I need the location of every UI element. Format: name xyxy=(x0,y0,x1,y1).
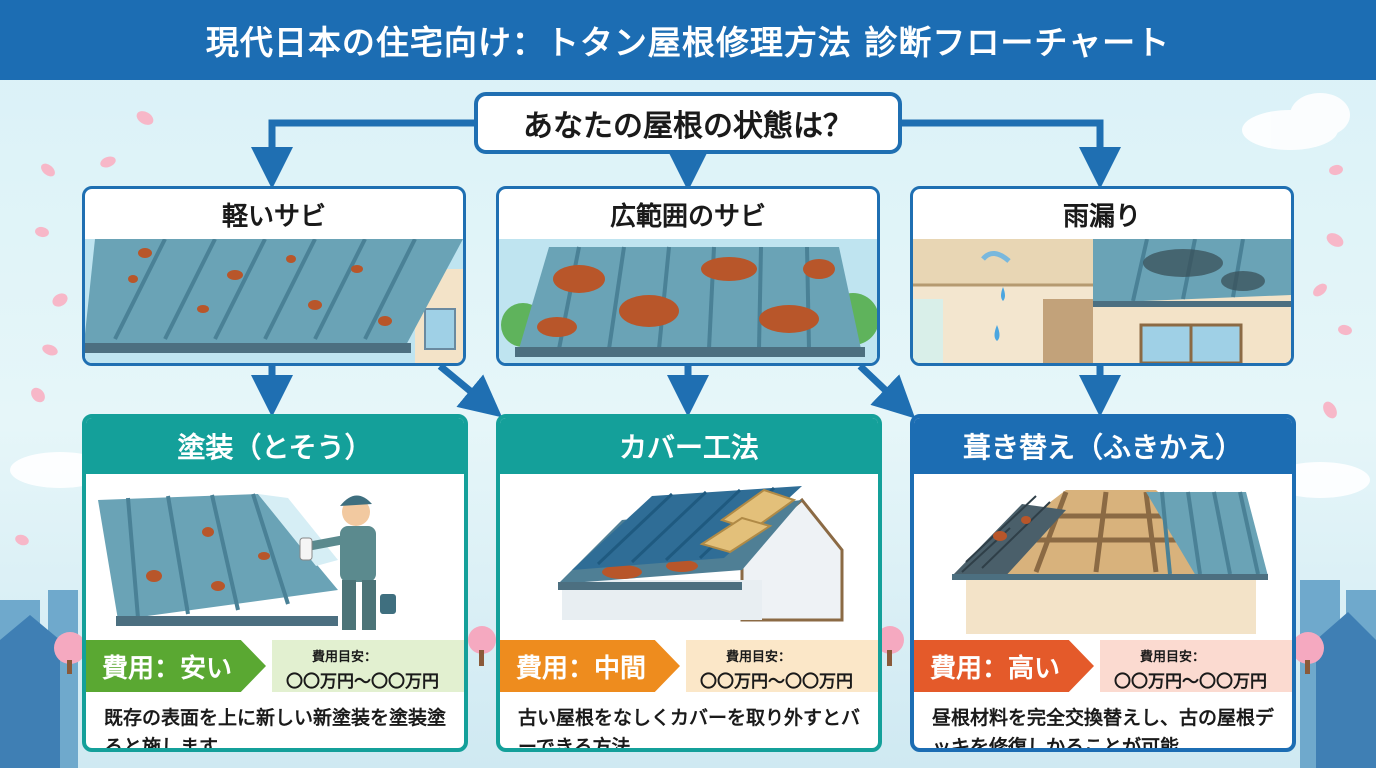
estimate-label: 費用目安： xyxy=(726,650,792,665)
solution-description-painting: 既存の表面を上に新しい新塗装を塗装塗ると施します。 xyxy=(104,707,447,752)
solution-box-reroofing: 葺き替え（ふきかえ） 費用：高い 費用目安： 〇〇万円〜〇〇万円 昼根材料を完全… xyxy=(910,414,1296,752)
cost-row-cover-method: 費用：中間 費用目安： 〇〇万円〜〇〇万円 xyxy=(500,640,878,692)
cost-label-mid: 費用：中間 xyxy=(500,640,680,692)
solution-box-painting: 塗装（とそう） 費用：安い 費用目安： 〇〇万円〜〇〇万円 xyxy=(82,414,468,752)
wide-rust-roof-illustration xyxy=(499,239,877,363)
solution-title-cover-method: カバー工法 xyxy=(500,418,878,474)
diagnosis-question: あなたの屋根の状態は？ xyxy=(474,92,902,154)
solution-title-painting: 塗装（とそう） xyxy=(86,418,464,474)
state-title-wide-rust: 広範囲のサビ xyxy=(609,201,766,232)
city-silhouette-left xyxy=(0,590,78,768)
cost-estimate-reroofing: 費用目安： 〇〇万円〜〇〇万円 xyxy=(1100,640,1292,692)
solution-box-cover-method: カバー工法 費用：中間 費用目安： 〇〇万円〜〇〇万円 古い屋根をなしくカバーを… xyxy=(496,414,882,752)
estimate-label: 費用目安： xyxy=(1140,650,1206,665)
worker-icon xyxy=(299,495,396,630)
painting-illustration xyxy=(88,480,462,634)
state-box-leak: 雨漏り xyxy=(910,186,1294,366)
state-box-light-rust: 軽いサビ xyxy=(82,186,466,366)
estimate-value: 〇〇万円〜〇〇万円 xyxy=(286,672,439,692)
solution-description-cover-method: 古い屋根をなしくカバーを取り外すとバーできる方法。 xyxy=(518,707,861,752)
solution-description-reroofing: 昼根材料を完全交換替えし、古の屋根デッキを修復しかることが可能。 xyxy=(932,707,1275,752)
cost-label-high: 費用：高い xyxy=(914,640,1094,692)
city-silhouette-right xyxy=(1300,580,1376,768)
solution-title-reroofing: 葺き替え（ふきかえ） xyxy=(914,418,1292,474)
light-rust-roof-illustration xyxy=(85,239,463,363)
state-box-wide-rust: 広範囲のサビ xyxy=(496,186,880,366)
leak-illustration xyxy=(913,239,1291,363)
cost-label-low: 費用：安い xyxy=(86,640,266,692)
cherry-tree-icons xyxy=(54,626,1324,674)
cherry-petal-icons xyxy=(15,111,1352,546)
cost-estimate-cover-method: 費用目安： 〇〇万円〜〇〇万円 xyxy=(686,640,878,692)
reroofing-illustration xyxy=(916,480,1290,634)
water-drop-icon xyxy=(994,325,1000,341)
cost-estimate-painting: 費用目安： 〇〇万円〜〇〇万円 xyxy=(272,640,464,692)
page-title: 現代日本の住宅向け：トタン屋根修理方法 診断フローチャート xyxy=(0,0,1376,80)
state-title-leak: 雨漏り xyxy=(1062,201,1141,232)
water-drop-icon xyxy=(1001,287,1005,301)
estimate-value: 〇〇万円〜〇〇万円 xyxy=(700,672,853,692)
estimate-label: 費用目安： xyxy=(312,650,378,665)
estimate-value: 〇〇万円〜〇〇万円 xyxy=(1114,672,1267,692)
state-title-light-rust: 軽いサビ xyxy=(221,201,326,232)
cover-method-illustration xyxy=(502,480,876,634)
cost-row-painting: 費用：安い 費用目安： 〇〇万円〜〇〇万円 xyxy=(86,640,464,692)
cost-row-reroofing: 費用：高い 費用目安： 〇〇万円〜〇〇万円 xyxy=(914,640,1292,692)
